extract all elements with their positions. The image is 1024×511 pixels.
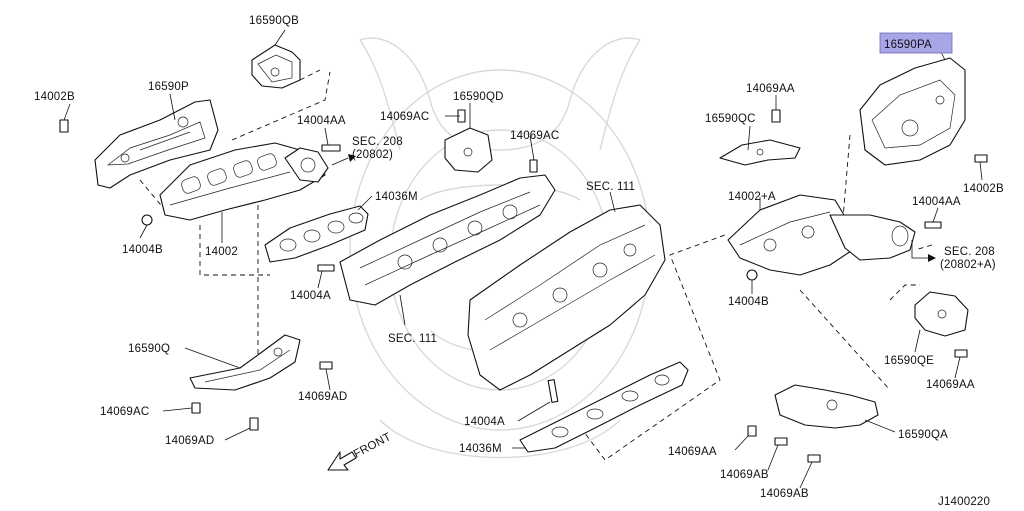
label-sec111-top: SEC. 111 xyxy=(586,181,635,193)
label-14069ac-mid: 14069AC xyxy=(380,111,429,123)
arrow-right-sec208 xyxy=(928,254,936,262)
bolt-14069aa-top xyxy=(771,109,781,123)
heat-insulator-16590p xyxy=(94,99,219,189)
label-14069ac-right: 14069AC xyxy=(510,130,559,142)
nut-14004b-right xyxy=(746,269,758,281)
front-direction-arrow xyxy=(327,451,357,471)
bolt-14002b-left xyxy=(59,119,69,133)
exhaust-manifold-left-14002 xyxy=(159,142,329,221)
bolt-14069ac-right xyxy=(529,159,538,173)
diagram-code: J1400220 xyxy=(938,496,990,508)
label-sec208-left-sub: (20802) xyxy=(352,149,393,161)
fasteners xyxy=(59,109,988,463)
bolt-14069ad-b xyxy=(249,417,259,431)
label-sec111-left: SEC. 111 xyxy=(388,333,437,345)
stud-14004a-lower xyxy=(547,379,559,403)
bolt-14069ab-a xyxy=(774,437,788,446)
nut-14004b-left xyxy=(141,214,153,226)
label-14069ab-a: 14069AB xyxy=(720,469,769,481)
label-14004b-left: 14004B xyxy=(122,244,163,256)
heat-insulator-16590pa xyxy=(859,57,966,166)
gasket-left-upper-14036m xyxy=(264,205,369,263)
bolt-14069ad-a xyxy=(319,361,333,370)
heat-insulator-16590qa xyxy=(774,384,879,429)
heat-insulator-16590qd xyxy=(444,127,493,173)
bolt-14069aa-right xyxy=(954,349,968,358)
label-14069aa-low: 14069AA xyxy=(668,446,717,458)
label-14004b-right: 14004B xyxy=(728,296,769,308)
stud-14004aa-left xyxy=(321,144,341,152)
heat-insulator-16590qc xyxy=(719,139,801,166)
label-16590qc: 16590QC xyxy=(705,113,756,125)
bolt-14069ac-low xyxy=(191,402,201,414)
label-16590qb: 16590QB xyxy=(249,15,299,27)
label-14002b-right: 14002B xyxy=(963,183,1004,195)
bolt-14002b-right xyxy=(974,154,988,163)
label-14069aa-top: 14069AA xyxy=(746,83,795,95)
gasket-right-lower-14036m xyxy=(519,361,689,453)
label-14002: 14002 xyxy=(205,246,238,258)
label-16590qe: 16590QE xyxy=(884,355,934,367)
exhaust-manifold-right-14002a xyxy=(727,194,916,276)
cylinder-head-left xyxy=(339,174,556,306)
arrow-left-sec208 xyxy=(348,154,356,162)
label-sec208-right: SEC. 208 xyxy=(944,246,995,258)
label-14004a-low: 14004A xyxy=(464,416,505,428)
label-sec208-right-sub: (20802+A) xyxy=(940,259,996,271)
heat-insulator-16590q xyxy=(189,334,301,391)
label-14004a-left: 14004A xyxy=(290,290,331,302)
label-14069ab-b: 14069AB xyxy=(760,488,809,500)
label-16590p: 16590P xyxy=(148,81,189,93)
leader-lines xyxy=(63,49,983,489)
label-14069ad-a: 14069AD xyxy=(298,391,347,403)
heat-insulator-16590qb xyxy=(251,29,301,89)
label-16590q: 16590Q xyxy=(128,343,170,355)
label-14069aa-right: 14069AA xyxy=(926,379,975,391)
heat-insulator-16590qe xyxy=(914,291,969,337)
label-16590qa: 16590QA xyxy=(898,429,948,441)
label-14036m-top: 14036M xyxy=(375,191,418,203)
label-14002a: 14002+A xyxy=(728,191,776,203)
sec208-arrows xyxy=(331,154,936,262)
label-16590pa: 16590PA xyxy=(884,39,932,51)
label-14069ac-low: 14069AC xyxy=(100,406,149,418)
bolt-14069aa-low xyxy=(747,425,757,437)
label-sec208-left: SEC. 208 xyxy=(352,136,403,148)
label-16590qd: 16590QD xyxy=(453,91,504,103)
label-14069ad-b: 14069AD xyxy=(165,435,214,447)
stud-14004aa-right xyxy=(924,221,942,229)
label-14004aa-left: 14004AA xyxy=(297,115,346,127)
label-14036m-low: 14036M xyxy=(459,443,502,455)
cylinder-head-right xyxy=(467,204,666,391)
label-14002b-left: 14002B xyxy=(34,91,75,103)
callout-labels: 16590QB 16590P 14002B 14004AA SEC. 208 (… xyxy=(34,15,1004,508)
stud-14004a-left xyxy=(317,264,335,272)
label-14004aa-right: 14004AA xyxy=(912,196,961,208)
highlight-16590pa xyxy=(879,32,953,54)
bolt-14069ab-b xyxy=(807,454,821,463)
dashed-assembly-lines xyxy=(139,69,933,461)
